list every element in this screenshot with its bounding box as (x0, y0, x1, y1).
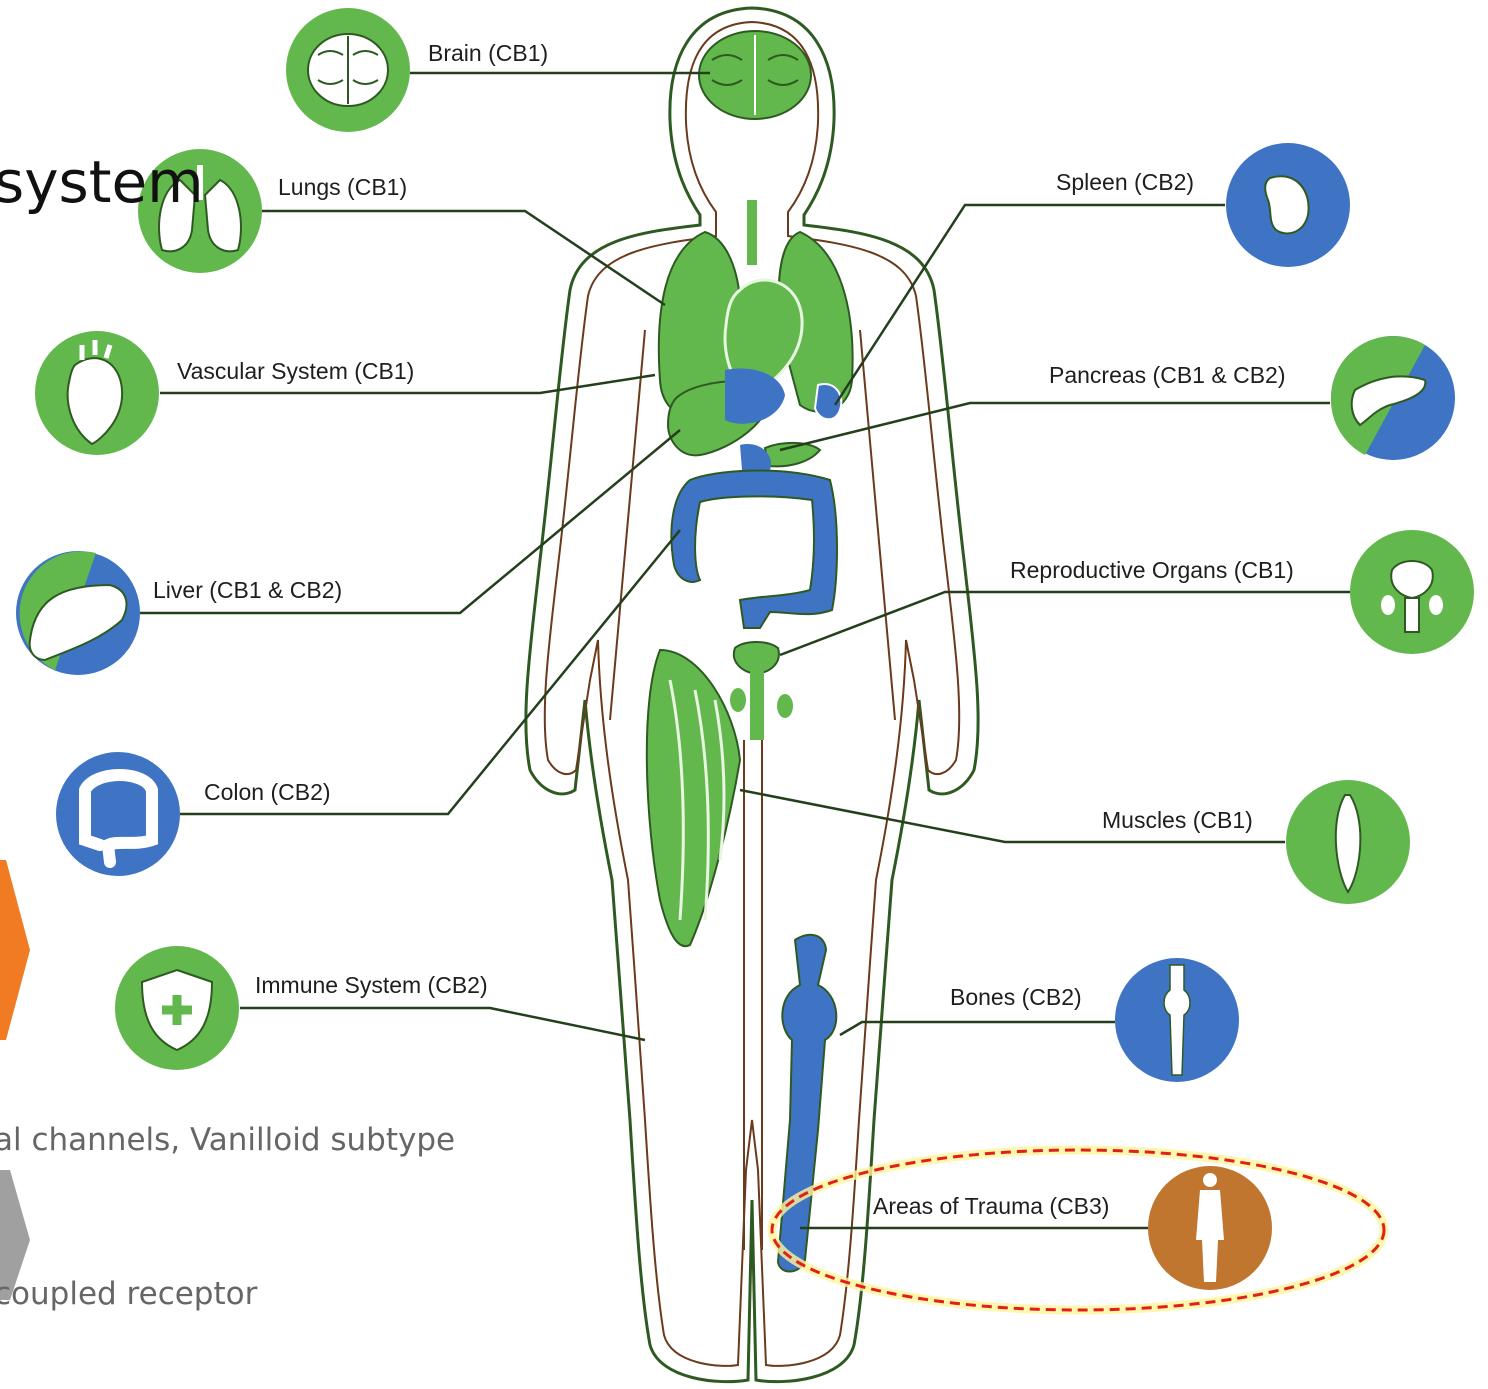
label-liver: Liver (CB1 & CB2) (153, 577, 342, 604)
orange-arrow-shape (0, 860, 30, 1040)
label-spleen: Spleen (CB2) (1056, 169, 1194, 196)
label-lungs: Lungs (CB1) (278, 174, 407, 201)
organs (647, 31, 853, 1272)
slide-bullet-trpv: al channels, Vanilloid subtype (0, 1122, 455, 1158)
immune-icon (115, 946, 239, 1070)
connector-colon (180, 530, 680, 814)
connector-lungs (262, 211, 665, 305)
label-vascular-system: Vascular System (CB1) (177, 358, 414, 385)
label-immune-system: Immune System (CB2) (255, 972, 488, 999)
colon-icon (56, 752, 180, 876)
label-areas-of-trauma: Areas of Trauma (CB3) (873, 1193, 1109, 1220)
slide-title-fragment: system (0, 148, 204, 216)
label-brain: Brain (CB1) (428, 40, 548, 67)
label-colon: Colon (CB2) (204, 779, 331, 806)
connector-immune (240, 1008, 645, 1040)
colon-organ (671, 471, 837, 628)
spleen-icon (1226, 143, 1350, 267)
bladder-organ (734, 642, 779, 674)
bone-icon (1115, 958, 1239, 1082)
heart-icon (35, 331, 159, 455)
label-reproductive-organs: Reproductive Organs (CB1) (1010, 557, 1294, 584)
trauma-person-icon (1148, 1166, 1272, 1290)
thigh-muscles (647, 650, 740, 946)
reproductive-icon (1350, 530, 1474, 654)
leg-bones (778, 935, 836, 1272)
muscle-icon (1286, 780, 1410, 904)
label-pancreas: Pancreas (CB1 & CB2) (1049, 362, 1285, 389)
connector-pancreas (780, 403, 1330, 450)
connector-reproductive (780, 592, 1350, 655)
reproductive-organ (750, 670, 764, 740)
trauma-highlight-dashes (772, 1150, 1384, 1310)
liver-icon (16, 551, 140, 675)
label-bones: Bones (CB2) (950, 984, 1082, 1011)
slide-bullet-gpcr: coupled receptor (0, 1276, 257, 1312)
pancreas-icon (1331, 336, 1455, 460)
label-muscles: Muscles (CB1) (1102, 807, 1253, 834)
brain-icon (286, 8, 410, 132)
